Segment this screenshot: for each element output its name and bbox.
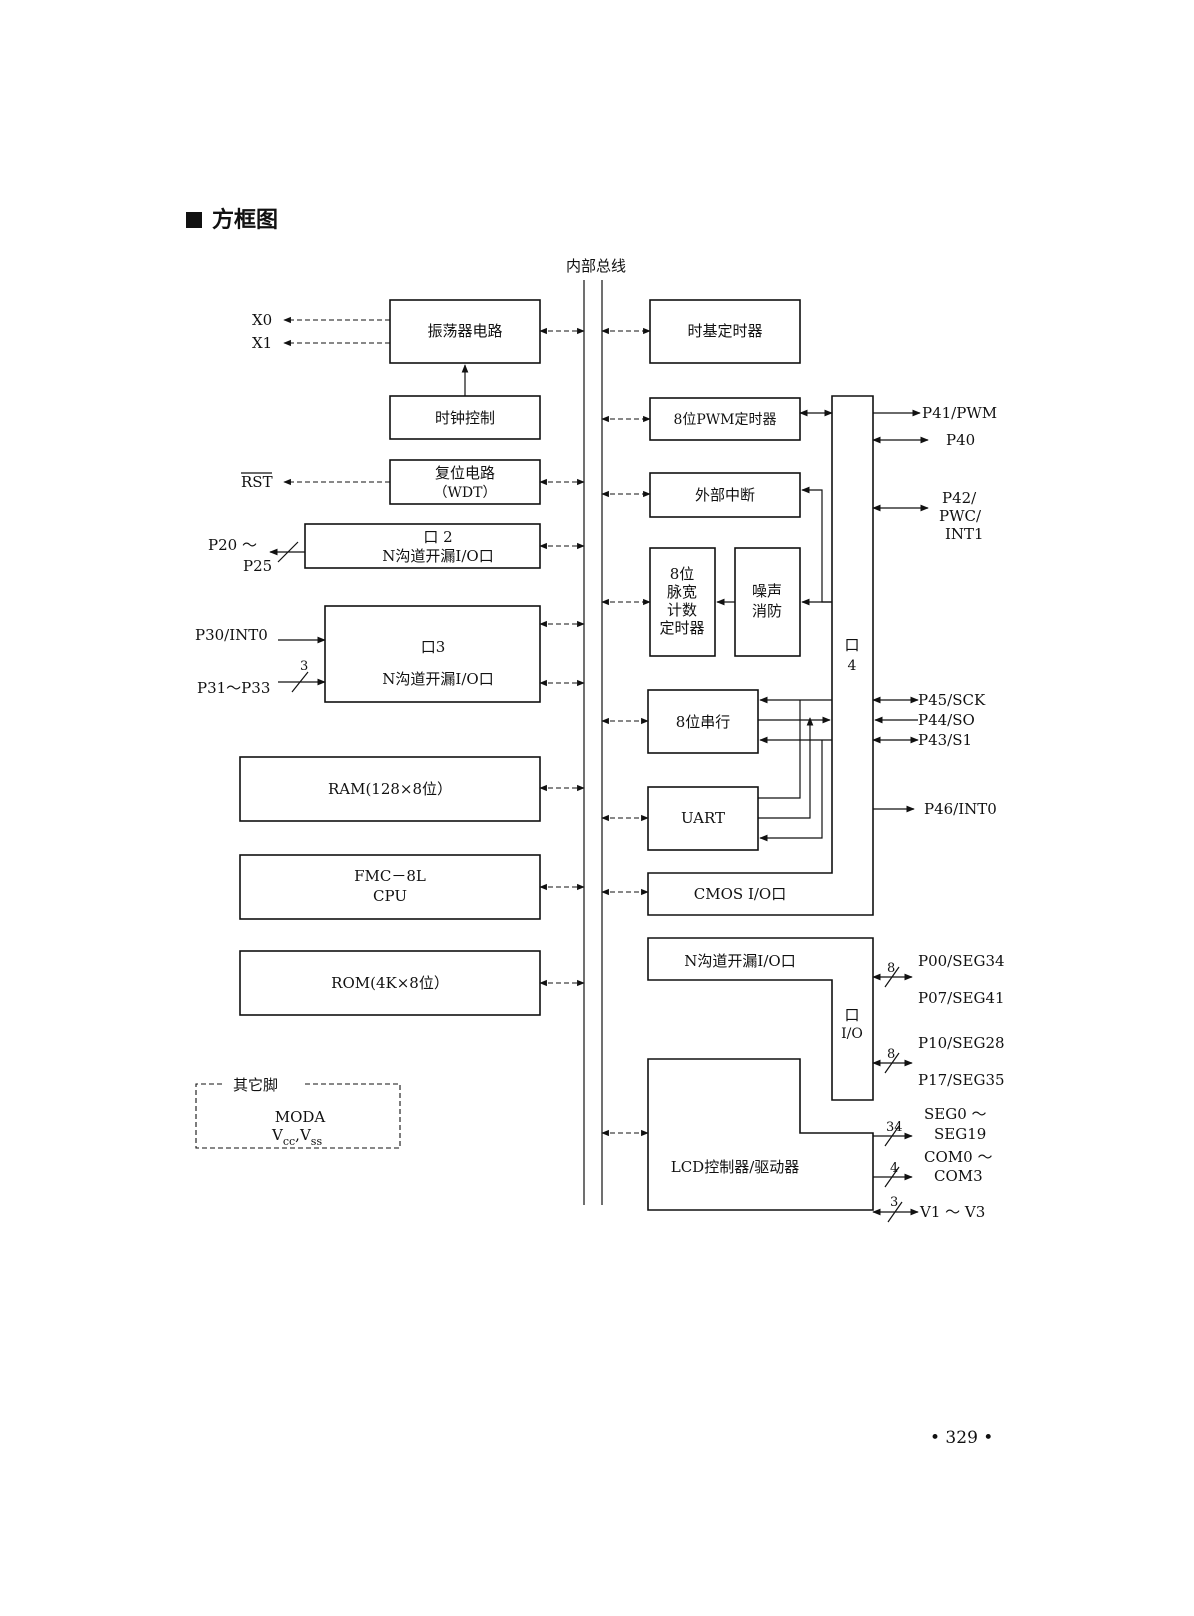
pin-x0: X0 xyxy=(252,311,272,329)
pin-p46: P46/INT0 xyxy=(924,800,997,818)
uart-label: UART xyxy=(681,809,725,827)
section-heading: 方框图 xyxy=(186,202,278,234)
com-bus-slash xyxy=(884,1166,900,1188)
pin-p17: P17/SEG35 xyxy=(918,1071,1005,1089)
pin-p41: P41/PWM xyxy=(922,404,997,422)
v-bus-width: 3 xyxy=(890,1195,898,1210)
pwc-label-4: 定时器 xyxy=(659,619,704,637)
nch-io-port-block xyxy=(647,937,874,1101)
p1-bus-slash xyxy=(884,1052,900,1074)
pin-com3: COM3 xyxy=(934,1167,983,1185)
seg-bus-slash xyxy=(884,1125,900,1147)
noise-label-2: 消防 xyxy=(752,602,782,620)
pin-p00: P00/SEG34 xyxy=(918,952,1005,970)
uart-so-wire xyxy=(758,717,814,819)
p3-bus-slash xyxy=(291,671,309,693)
pin-p40: P40 xyxy=(946,431,975,449)
pin-p30: P30/INT0 xyxy=(195,626,268,644)
v-bus-slash xyxy=(887,1201,903,1223)
pin-p31: P31～P33 xyxy=(197,679,270,697)
p2-bus-slash xyxy=(277,541,299,563)
pin-p42-2: PWC/ xyxy=(939,507,982,525)
page-number: • 329 • xyxy=(930,1428,994,1448)
reset-label-1: 复位电路 xyxy=(435,464,495,482)
reset-label-2: （WDT） xyxy=(434,485,497,501)
pin-p10: P10/SEG28 xyxy=(918,1034,1005,1052)
bus-label: 内部总线 xyxy=(566,257,626,275)
pin-x1: X1 xyxy=(252,334,272,352)
uart-sck-wire xyxy=(758,700,801,799)
pin-rst: RST xyxy=(241,473,273,491)
heading-text: 方框图 xyxy=(212,208,279,233)
ext-interrupt-label: 外部中断 xyxy=(695,486,755,504)
other-pins-vcc-vss: Vcc,Vss xyxy=(271,1126,322,1148)
p3-bus-width: 3 xyxy=(300,659,308,674)
cmos-io-label: CMOS I/O口 xyxy=(694,885,786,903)
port4-label-2: 4 xyxy=(848,658,857,674)
vcc-main: V xyxy=(271,1126,284,1144)
oscillator-label: 振荡器电路 xyxy=(427,322,502,340)
port2-label-2: N沟道开漏I/O口 xyxy=(382,547,493,565)
port4-cmos-block xyxy=(647,395,874,916)
pin-p42-3: INT1 xyxy=(945,525,984,543)
pwc-label-1: 8位 xyxy=(670,565,695,583)
lcd-controller-block xyxy=(647,1058,874,1211)
p0-bus-width: 8 xyxy=(887,961,895,976)
p0-bus-slash xyxy=(884,966,900,988)
port3-label-1: 口3 xyxy=(421,638,446,656)
port3-block xyxy=(324,605,541,703)
pwm-timer-label: 8位PWM定时器 xyxy=(673,412,776,428)
seg-bus-width: 34 xyxy=(886,1120,903,1135)
port-io-label-1: 口 xyxy=(844,1006,859,1024)
port-io-label-2: I/O xyxy=(841,1026,863,1042)
square-bullet-icon xyxy=(186,212,202,228)
pin-p25: P25 xyxy=(243,557,272,575)
serial-label: 8位串行 xyxy=(676,713,731,731)
pin-p43: P43/S1 xyxy=(918,731,972,749)
pin-p07: P07/SEG41 xyxy=(918,989,1005,1007)
other-pins-group xyxy=(195,1083,401,1149)
pin-seg19: SEG19 xyxy=(934,1125,986,1143)
port4-label-1: 口 xyxy=(844,636,859,654)
vss-sub: ss xyxy=(311,1135,323,1148)
other-pins-moda: MODA xyxy=(275,1108,326,1126)
pin-p20: P20 ～ xyxy=(208,536,257,554)
other-pins-title: 其它脚 xyxy=(233,1076,278,1094)
nch-io-label: N沟道开漏I/O口 xyxy=(684,952,795,970)
pin-seg0: SEG0 ～ xyxy=(924,1105,987,1123)
cpu-label-2: CPU xyxy=(373,887,407,905)
lcd-controller-label: LCD控制器/驱动器 xyxy=(671,1158,800,1176)
port3-label-2: N沟道开漏I/O口 xyxy=(382,670,493,688)
port2-label-1: 口 2 xyxy=(423,528,452,546)
ram-label: RAM(128×8位） xyxy=(328,780,452,798)
timebase-timer-label: 时基定时器 xyxy=(687,322,762,340)
pin-p45: P45/SCK xyxy=(918,691,986,709)
uart-si-wire xyxy=(759,740,823,842)
com-bus-width: 4 xyxy=(890,1161,898,1176)
ext-int-feed xyxy=(801,486,832,603)
pin-p42-1: P42/ xyxy=(942,489,977,507)
pin-v1-v3: V1 ～ V3 xyxy=(919,1203,985,1221)
pin-p44: P44/SO xyxy=(918,711,975,729)
cpu-label-1: FMC－8L xyxy=(354,867,426,885)
pin-separator: , xyxy=(295,1126,300,1144)
clock-control-label: 时钟控制 xyxy=(435,409,495,427)
vcc-sub: cc xyxy=(283,1135,295,1148)
pwc-label-3: 计数 xyxy=(667,601,697,619)
rom-label: ROM(4K×8位） xyxy=(331,974,449,992)
p1-bus-width: 8 xyxy=(887,1047,895,1062)
noise-label-1: 噪声 xyxy=(752,582,782,600)
pwc-label-2: 脉宽 xyxy=(667,583,697,601)
vss-main: V xyxy=(299,1126,312,1144)
pin-com0: COM0 ～ xyxy=(924,1148,992,1166)
